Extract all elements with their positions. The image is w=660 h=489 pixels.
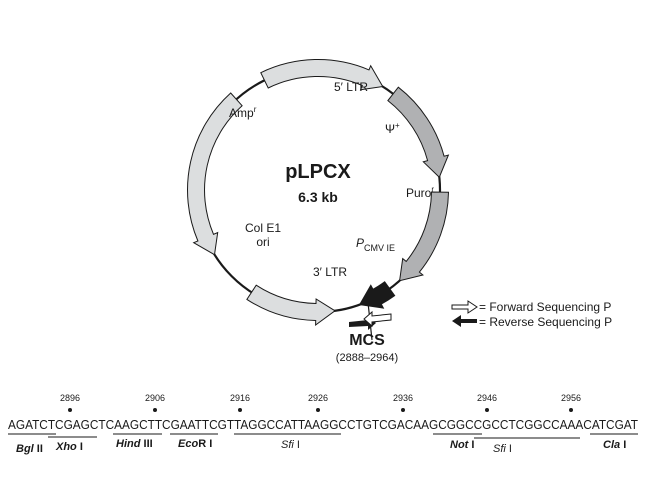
legend-forward-arrow xyxy=(451,300,478,314)
site-xho-i: Xho I xyxy=(55,441,83,453)
sequence-position-marks: 2896 2906 2916 2926 2936 2946 2956 xyxy=(60,393,581,412)
label-cmv: PCMV IE xyxy=(356,236,395,253)
label-col-e1: Col E1 xyxy=(245,221,281,235)
site-cla-i: Cla I xyxy=(603,439,626,451)
legend-forward: = Forward Sequencing P xyxy=(451,300,611,314)
label-amp: Ampr xyxy=(229,105,257,120)
feature-amp-arrow xyxy=(187,92,243,256)
pos-dot xyxy=(485,408,489,412)
legend-reverse-arrow xyxy=(452,315,477,327)
feature-3ltr-arrow xyxy=(246,284,336,327)
legend-reverse-label: = Reverse Sequencing P xyxy=(479,315,612,329)
mcs-range: (2888–2964) xyxy=(336,352,398,364)
plasmid-size: 6.3 kb xyxy=(298,189,338,205)
site-ecor-i: EcoR I xyxy=(178,438,212,450)
pos-2916: 2916 xyxy=(230,393,250,403)
mcs-label: MCS xyxy=(349,332,385,349)
mcs-sequence: AGATCTCGAGCTCAAGCTTCGAATTCGTTAGGCCATTAAG… xyxy=(8,417,638,432)
site-bgl-ii: Bgl II xyxy=(16,443,43,455)
feature-puro-arrow xyxy=(399,191,450,282)
site-not-i: Not I xyxy=(450,439,474,451)
label-puro: Puror xyxy=(406,185,434,200)
pos-2946: 2946 xyxy=(477,393,497,403)
feature-psi-arrow xyxy=(387,86,450,179)
legend-reverse: = Reverse Sequencing P xyxy=(452,315,612,329)
pos-dot xyxy=(153,408,157,412)
pos-dot xyxy=(401,408,405,412)
label-3ltr: 3′ LTR xyxy=(313,265,347,279)
plasmid-name: pLPCX xyxy=(285,161,351,183)
pos-2956: 2956 xyxy=(561,393,581,403)
restriction-site-underlines xyxy=(8,433,638,439)
site-sfi-i-2: Sfi I xyxy=(493,443,512,455)
label-ori: ori xyxy=(256,235,269,249)
pos-dot xyxy=(316,408,320,412)
site-hind-iii: Hind III xyxy=(116,438,153,450)
site-sfi-i-1: Sfi I xyxy=(281,439,300,451)
pos-dot xyxy=(238,408,242,412)
mcs-forward-primer-arrow xyxy=(363,310,392,328)
label-psi: Ψ+ xyxy=(385,121,400,136)
pos-2926: 2926 xyxy=(308,393,328,403)
pos-dot xyxy=(569,408,573,412)
pos-2936: 2936 xyxy=(393,393,413,403)
feature-5ltr-arrow xyxy=(260,59,384,91)
pos-2896: 2896 xyxy=(60,393,80,403)
feature-cmv-promoter-arrow xyxy=(358,281,396,309)
legend-forward-label: = Forward Sequencing P xyxy=(479,300,611,314)
label-5ltr: 5′ LTR xyxy=(334,80,368,94)
pos-2906: 2906 xyxy=(145,393,165,403)
pos-dot xyxy=(68,408,72,412)
